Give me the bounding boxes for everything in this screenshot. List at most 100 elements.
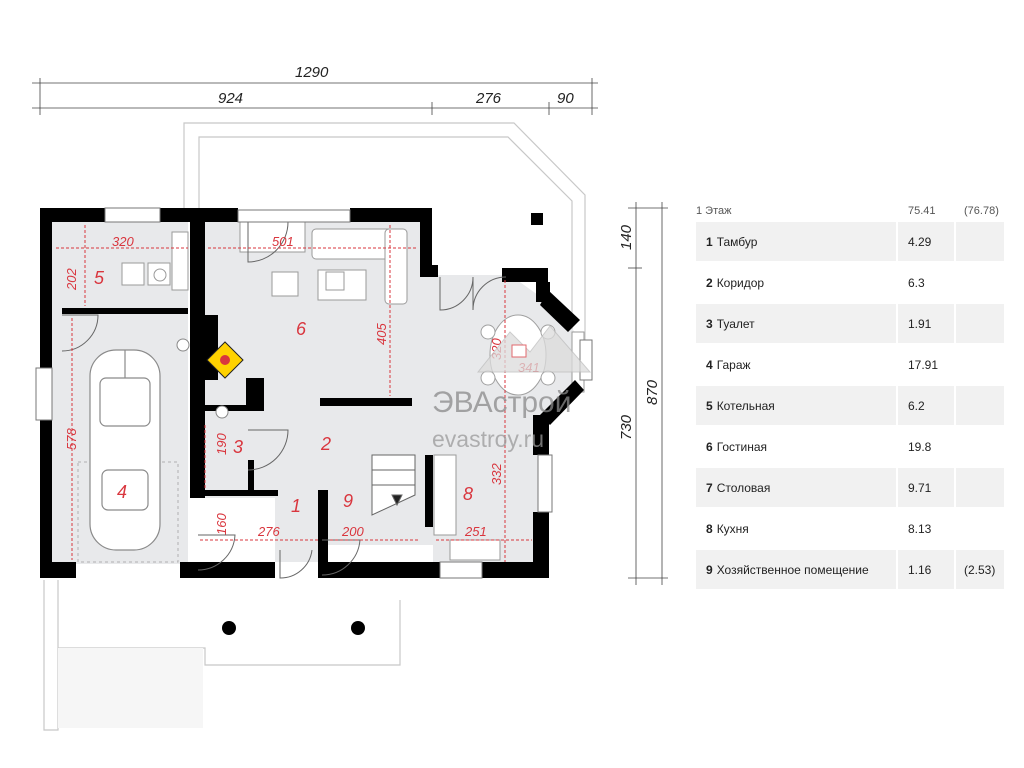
legend-room-number: 5 xyxy=(706,398,713,413)
watermark-site: evastroy.ru xyxy=(432,426,544,452)
room-number-8: 8 xyxy=(463,484,473,504)
stairs xyxy=(371,454,416,516)
watermark-logo: ЭВАстрой evastroy.ru xyxy=(432,325,592,452)
dim-entry-w: 276 xyxy=(257,524,280,539)
legend-room-label: Кухня xyxy=(716,521,749,536)
legend-room-area-alt: (2.53) xyxy=(956,550,1004,589)
dim-seg-mid: 276 xyxy=(475,90,502,107)
car-icon xyxy=(89,349,161,551)
legend-room-area: 6.2 xyxy=(898,386,954,425)
legend-room-label: Котельная xyxy=(716,398,775,413)
legend-room-area-alt xyxy=(956,509,1004,548)
legend-room-number: 9 xyxy=(706,562,713,577)
legend-room-area: 6.3 xyxy=(908,275,925,290)
legend-room-area: 1.91 xyxy=(898,304,954,343)
dim-total-width: 1290 xyxy=(295,64,329,81)
legend-room-label: Туалет xyxy=(716,316,755,331)
room-number-3: 3 xyxy=(233,437,243,457)
door-swings xyxy=(61,221,507,579)
terrace-floor xyxy=(58,648,203,728)
dim-garage-h: 578 xyxy=(64,428,79,450)
windows xyxy=(35,207,593,579)
inner-dimension-lines xyxy=(56,225,532,562)
legend-room-area-alt xyxy=(956,345,1004,384)
dim-right-main: 730 xyxy=(618,414,635,440)
dim-boiler-h: 202 xyxy=(64,268,79,291)
watermark-brand: ЭВАстрой xyxy=(432,386,571,419)
dim-boiler-w: 320 xyxy=(112,234,134,249)
legend-room-number: 1 xyxy=(706,234,713,249)
room-number-5: 5 xyxy=(94,268,105,288)
legend-room-area: 17.91 xyxy=(908,357,939,372)
walls xyxy=(40,208,584,578)
legend-total-alt: (76.78) xyxy=(964,205,999,217)
legend-room-area: 1.16 xyxy=(898,550,954,589)
legend-room-area: 8.13 xyxy=(908,521,932,536)
dim-living-h: 405 xyxy=(374,323,389,345)
legend-room-number: 3 xyxy=(706,316,713,331)
legend-room-label: Тамбур xyxy=(716,234,758,249)
room-number-6: 6 xyxy=(296,319,307,339)
legend-room-area-alt xyxy=(956,263,1004,302)
floor-plan: 1290 924 276 90 140 730 870 320 202 578 … xyxy=(32,64,668,731)
legend-room-number: 2 xyxy=(706,275,713,290)
legend-header: 1 Этаж 75.41 (76.78) xyxy=(696,200,1004,222)
room-number-9: 9 xyxy=(343,491,353,511)
legend-room-area: 4.29 xyxy=(898,222,954,261)
room-number-4: 4 xyxy=(117,482,127,502)
legend-room-number: 8 xyxy=(706,521,713,536)
room-number-2: 2 xyxy=(320,434,331,454)
legend-room-number: 7 xyxy=(706,480,713,495)
column-icon xyxy=(222,621,236,635)
legend-room-area-alt xyxy=(956,468,1004,507)
legend-total-area: 75.41 xyxy=(908,205,936,217)
room-number-1: 1 xyxy=(291,496,301,516)
dim-wc-h: 190 xyxy=(214,433,229,455)
legend-room-area-alt xyxy=(956,304,1004,343)
legend-room-number: 6 xyxy=(706,439,713,454)
legend-room-label: Хозяйственное помещение xyxy=(716,562,869,577)
legend-room-area: 9.71 xyxy=(898,468,954,507)
chimney-block xyxy=(531,213,543,225)
legend-room-number: 4 xyxy=(706,357,713,372)
legend-floor-title: 1 Этаж xyxy=(696,205,732,217)
sink-icon xyxy=(176,338,190,352)
legend-room-label: Столовая xyxy=(716,480,771,495)
dim-living-w: 501 xyxy=(272,234,294,249)
legend-room-area-alt xyxy=(956,222,1004,261)
dim-kitchen-h: 332 xyxy=(489,463,504,485)
dim-entry-h: 160 xyxy=(214,513,229,535)
outer-dimension-lines xyxy=(32,78,668,585)
dim-right-total: 870 xyxy=(644,379,661,405)
legend-room-area-alt xyxy=(956,427,1004,466)
boiler-equipment-icon xyxy=(121,231,189,291)
dim-utility-w: 200 xyxy=(341,524,364,539)
legend-room-label: Коридор xyxy=(716,275,765,290)
dim-seg-right: 90 xyxy=(557,90,574,107)
column-icon xyxy=(351,621,365,635)
legend-room-area: 19.8 xyxy=(908,439,932,454)
wc-icon xyxy=(215,405,229,419)
legend-room-label: Гостиная xyxy=(716,439,768,454)
dim-kitchen-w: 251 xyxy=(464,524,487,539)
